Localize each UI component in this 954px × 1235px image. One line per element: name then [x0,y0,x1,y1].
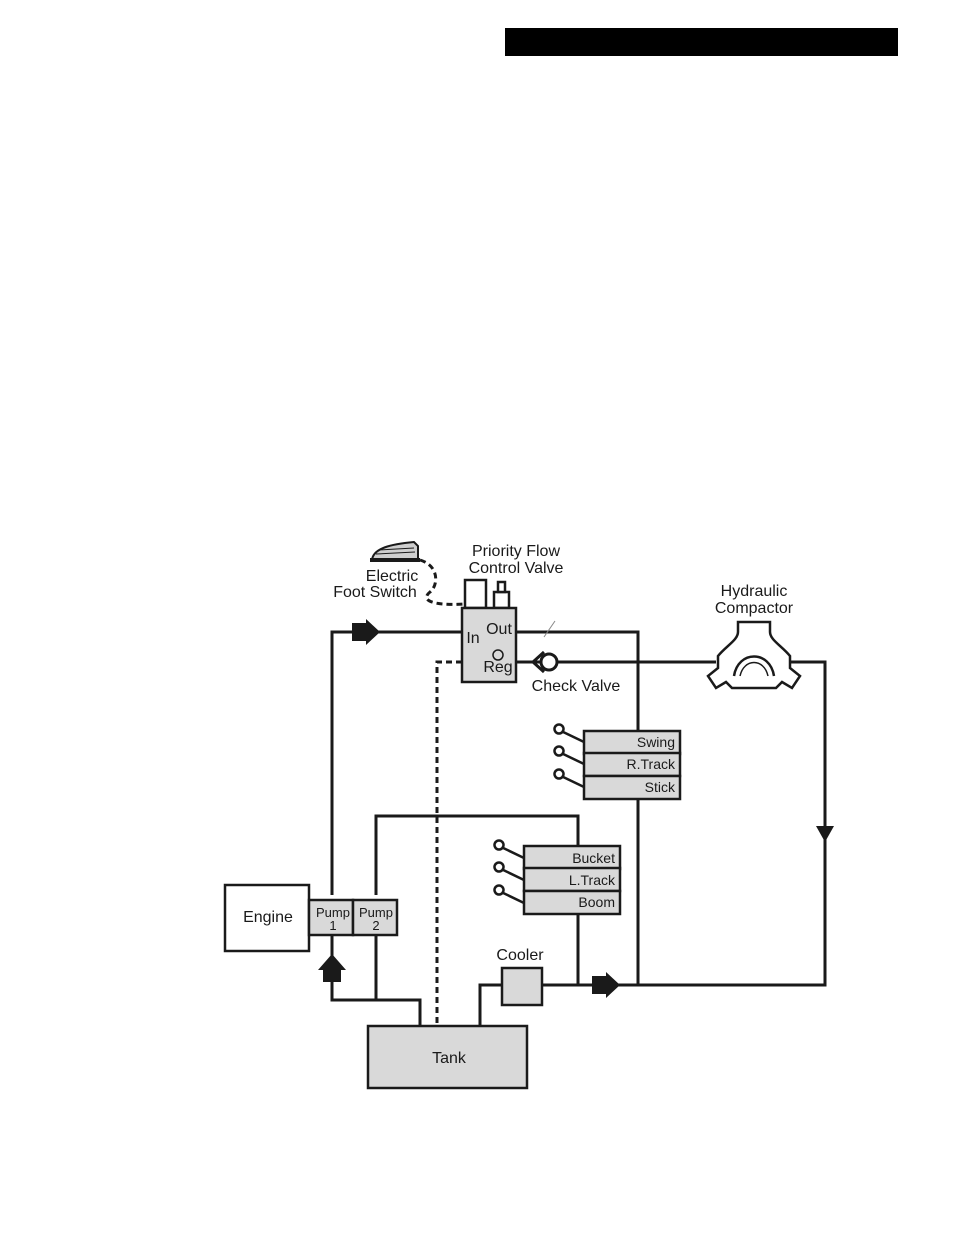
valve-label-stick: Stick [645,779,676,795]
cooler-box [502,968,542,1005]
arrow-up-icon [318,954,346,970]
port-out-label: Out [486,621,512,638]
valve-label-l-track: L.Track [569,872,616,888]
valve-label-bucket: Bucket [572,850,615,866]
compactor-icon [708,622,800,688]
electric-foot-switch: Electric Foot Switch [333,542,420,601]
control-lever-icon [495,886,504,895]
foot-switch-label-line1: Electric [366,568,418,585]
pump1-pressure-line [332,632,462,895]
control-lever-icon [555,725,564,734]
control-lever-icon [555,770,564,779]
pump-2-label-line2: 2 [372,918,379,933]
check-valve-label: Check Valve [532,678,621,695]
hydraulic-compactor: Hydraulic Compactor [708,583,800,688]
check-valve-ball-icon [541,654,557,670]
foot-switch-cable-dashed [420,560,464,604]
engine-and-pumps: Engine Pump 1 Pump 2 [225,885,397,951]
compactor-label-line2: Compactor [715,600,794,617]
pump-1-label-line2: 1 [329,918,336,933]
port-reg-label: Reg [483,659,512,676]
engine-label: Engine [243,909,293,926]
valve-label-r-track: R.Track [627,756,676,772]
arrow-down-icon [816,826,834,842]
port-in-label: In [466,630,479,647]
priority-valve-label-line1: Priority Flow [472,543,560,560]
valve-bank-lower: Bucket L.Track Boom [495,841,621,915]
solenoid-box [465,580,486,608]
control-lever-icon [495,863,504,872]
priority-valve-label-line2: Control Valve [469,560,564,577]
arrow-right-icon [352,619,380,645]
adjuster-box [494,592,509,608]
tank-label: Tank [432,1050,467,1067]
arrow-left-icon [592,972,620,998]
valve-label-boom: Boom [578,894,615,910]
control-lever-icon [555,747,564,756]
cooler: Cooler [496,947,544,1005]
tank: Tank [368,1026,527,1088]
foot-switch-label-line2: Foot Switch [333,584,417,601]
valve-bank-upper: Swing R.Track Stick [555,725,681,800]
valve-label-swing: Swing [637,734,675,750]
compactor-label-line1: Hydraulic [721,583,788,600]
adjuster-knob [498,582,505,592]
arrow-up-stem [323,968,341,982]
drain-line-dashed [437,662,462,1026]
cooler-to-tank-line [480,985,502,1026]
cooler-label: Cooler [496,947,544,964]
control-lever-icon [495,841,504,850]
compactor-return-line [542,662,825,985]
